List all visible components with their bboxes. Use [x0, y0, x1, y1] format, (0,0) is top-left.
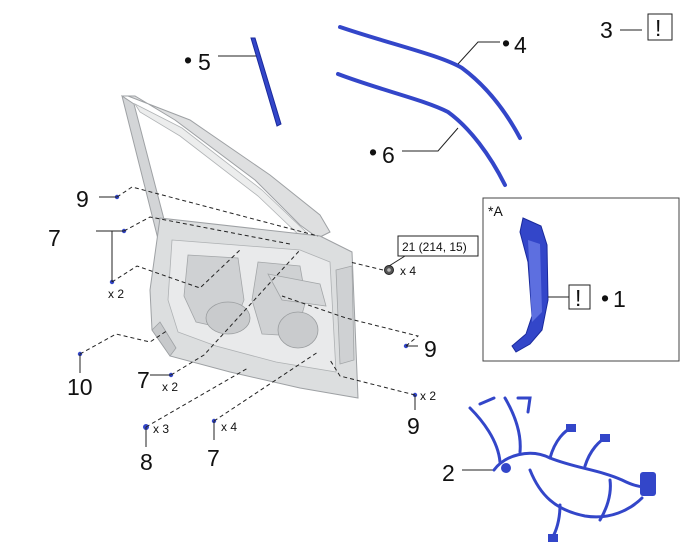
qty-x4-bolt: x 4: [400, 264, 416, 278]
callout-1: 1: [613, 286, 626, 312]
qty-x2-mid: x 2: [162, 380, 178, 394]
front-door-panel: [121, 94, 359, 399]
callout-labels: • 5 • 4 • 6 3 9 7 x 2 10 7 x 2 x 3 8 x 4…: [48, 17, 613, 486]
callout-7-left: 7: [48, 225, 61, 251]
svg-text:•: •: [184, 47, 192, 73]
part-4-weatherstrip: [338, 25, 522, 140]
svg-text:!: !: [655, 15, 661, 41]
torque-spec: 21 (214, 15): [402, 240, 467, 254]
detail-label: *A: [488, 203, 503, 219]
callout-8: 8: [140, 449, 153, 475]
part-5-strip: [250, 37, 282, 127]
qty-x4-bottom: x 4: [221, 420, 237, 434]
dashed-guides: [79, 186, 420, 428]
svg-text:•: •: [369, 139, 377, 165]
callout-9-right: 9: [424, 336, 437, 362]
detail-box-a: *A ! • 1: [482, 197, 680, 362]
qty-x2-right: x 2: [420, 389, 436, 403]
callout-9-top: 9: [76, 186, 89, 212]
part-6-weatherstrip: [336, 72, 507, 187]
callout-3: 3: [600, 17, 613, 43]
caution-box-1: [568, 284, 591, 310]
qty-x2-left: x 2: [108, 287, 124, 301]
svg-text:!: !: [575, 285, 581, 311]
callout-9-bottom: 9: [407, 413, 420, 439]
callout-6: 6: [382, 142, 395, 168]
svg-text:•: •: [601, 285, 609, 311]
callout-10: 10: [67, 374, 93, 400]
callout-5: 5: [198, 49, 211, 75]
callout-7-mid: 7: [137, 367, 150, 393]
callout-2: 2: [442, 460, 455, 486]
callout-7-bottom: 7: [207, 445, 220, 471]
qty-x3: x 3: [153, 422, 169, 436]
bolt-icon: [384, 265, 394, 275]
harness-connectors: [501, 424, 656, 542]
caution-box-3: [647, 13, 673, 41]
part-2-wire-harness: [468, 396, 656, 540]
callout-4: 4: [514, 32, 527, 58]
leader-lines: [79, 29, 642, 471]
torque-spec-box: [397, 235, 479, 257]
svg-text:•: •: [502, 30, 510, 56]
